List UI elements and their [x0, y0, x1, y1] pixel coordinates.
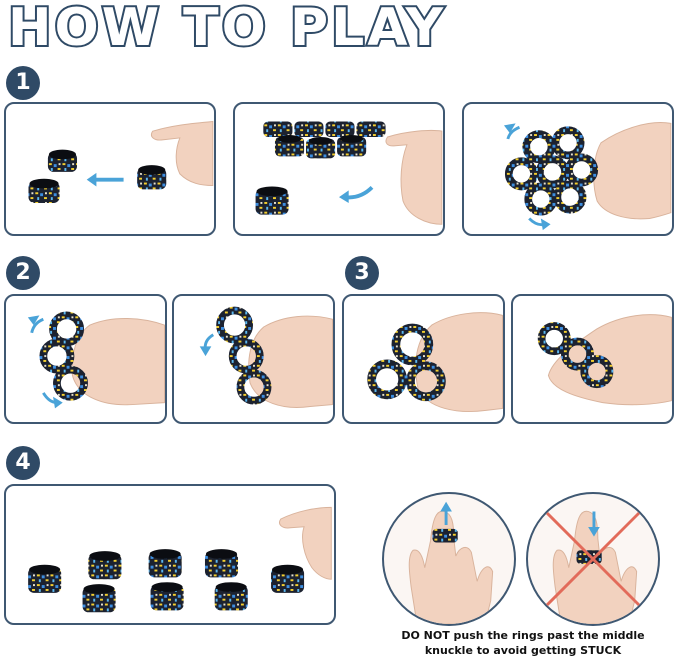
ring-row-icon — [28, 549, 305, 613]
arrow-curved-icon — [27, 315, 44, 334]
hand-icon — [408, 510, 494, 624]
page-title: HOW TO PLAY — [6, 0, 447, 58]
hand-icon — [552, 510, 638, 624]
ring-chain-icon — [39, 311, 88, 401]
ring-icon — [255, 186, 289, 215]
step2-panel-b — [172, 294, 335, 424]
step3-panel-a — [342, 294, 505, 424]
correct-position-illustration — [382, 492, 516, 626]
step-badge-1: 1 — [6, 66, 40, 100]
step-badge-3: 3 — [345, 256, 379, 290]
step1-panel-c — [462, 102, 674, 236]
hand-icon — [593, 122, 672, 220]
arrow-curved-icon — [528, 217, 551, 231]
step1-panel-a — [4, 102, 216, 236]
arrow-curved-icon — [199, 333, 215, 357]
wrong-position-illustration — [526, 492, 660, 626]
arrow-up-icon — [440, 501, 452, 526]
ring-chain-icon — [367, 323, 446, 402]
arrow-curved-icon — [339, 186, 374, 203]
step3-panel-b — [511, 294, 674, 424]
cross-icon — [540, 506, 646, 612]
ring-stack-icon — [263, 121, 386, 159]
arrow-left-icon — [86, 172, 124, 187]
arrow-curved-icon — [503, 123, 521, 140]
hand-icon — [279, 506, 332, 580]
arrow-down-icon — [588, 511, 600, 537]
hand-icon — [71, 318, 165, 406]
hand-icon — [385, 129, 443, 225]
ring-chain-icon — [504, 126, 599, 216]
step1-panel-b — [233, 102, 445, 236]
step4-panel — [4, 484, 336, 625]
step2-panel-a — [4, 294, 167, 424]
ring-icon — [137, 165, 167, 190]
warning-line-1: DO NOT push the rings past the middle — [401, 629, 645, 642]
ring-icon — [28, 178, 60, 203]
ring-chain-icon — [537, 322, 614, 389]
ring-chain-icon — [216, 306, 272, 405]
arrow-curved-icon — [42, 392, 63, 409]
ring-icon — [432, 528, 458, 543]
hand-icon — [150, 120, 214, 186]
ring-icon — [47, 149, 78, 172]
hand-icon — [547, 314, 672, 406]
warning-line-2: knuckle to avoid getting STUCK — [424, 644, 622, 657]
step-badge-2: 2 — [6, 256, 40, 290]
warning-text: DO NOT push the rings past the middle kn… — [382, 628, 664, 658]
step-badge-4: 4 — [6, 446, 40, 480]
